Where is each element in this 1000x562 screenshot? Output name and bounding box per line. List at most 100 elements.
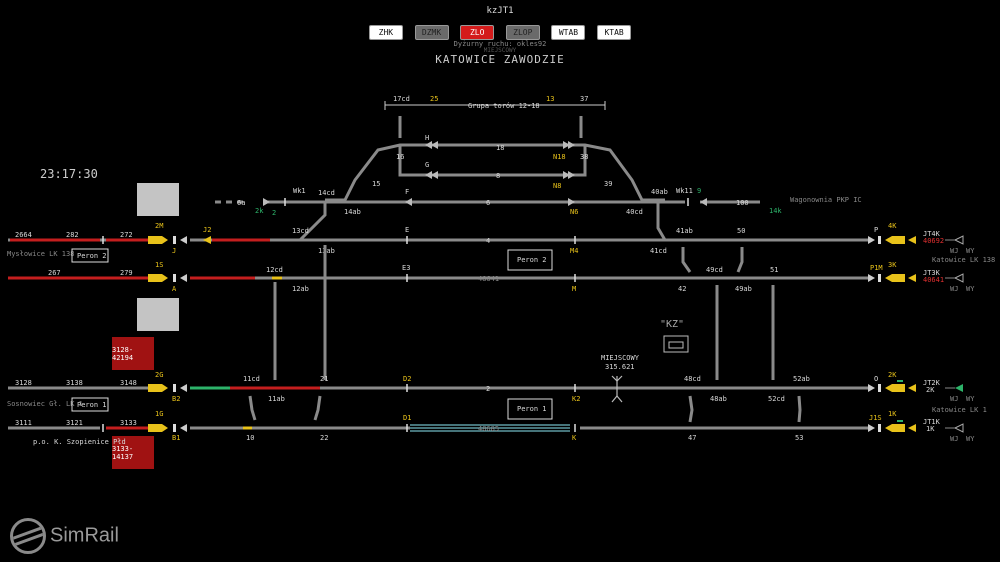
wy-1[interactable]: WY xyxy=(966,247,975,255)
track-21: 21 xyxy=(320,375,328,383)
wj-4[interactable]: WJ xyxy=(950,435,958,443)
wagonownia-label: Wagonownia PKP IC xyxy=(790,196,862,204)
track-48641: 48641 xyxy=(478,275,499,283)
ktab-button[interactable]: KTAB xyxy=(597,25,632,40)
sig-N8: N8 xyxy=(553,182,561,190)
train-box-2[interactable]: 3133-14137 xyxy=(112,436,154,469)
sig-1K: 1K xyxy=(888,410,897,418)
track-282: 282 xyxy=(66,231,79,239)
dir-katowice138: Katowice LK 138 xyxy=(932,256,995,264)
wtab-button[interactable]: WTAB xyxy=(551,25,586,40)
wy-4[interactable]: WY xyxy=(966,435,975,443)
sig-G: G xyxy=(425,161,429,169)
grey-block-bottom[interactable] xyxy=(137,298,179,331)
wj-1[interactable]: WJ xyxy=(950,247,958,255)
peron1-left-label: Peron 1 xyxy=(77,401,107,409)
dzmk-button[interactable]: DZMK xyxy=(414,25,449,40)
track-2664: 2664 xyxy=(15,231,32,239)
track-4: 4 xyxy=(486,237,490,245)
sig-JT4K: JT4K xyxy=(923,230,941,238)
wj-2[interactable]: WJ xyxy=(950,285,958,293)
grey-block-top[interactable] xyxy=(137,183,179,216)
track-41ab: 41ab xyxy=(676,227,693,235)
track-47: 47 xyxy=(688,434,696,442)
local-mode-label: MIEJSCOWY xyxy=(601,354,640,362)
simrail-logo: SimRail xyxy=(10,518,119,554)
train-box-1[interactable]: 3128-42194 xyxy=(112,337,154,370)
peron2-label: Peron 2 xyxy=(517,256,547,264)
track-16: 16 xyxy=(396,153,404,161)
track-272: 272 xyxy=(120,231,133,239)
sig-J1S: J1S xyxy=(869,414,882,422)
wy-3[interactable]: WY xyxy=(966,395,975,403)
station-code: kzJT1 xyxy=(486,6,514,16)
wj-3[interactable]: WJ xyxy=(950,395,958,403)
track-2: 2 xyxy=(272,209,276,217)
left-signal-arrows[interactable] xyxy=(148,236,211,432)
track-10: 10 xyxy=(246,434,254,442)
sig-JT2K: JT2K xyxy=(923,379,941,387)
dir-sosnowiec: Sosnowiec Gł. LK 1 xyxy=(7,400,83,408)
track-22: 22 xyxy=(320,434,328,442)
track-267: 267 xyxy=(48,269,61,277)
track-48cd: 48cd xyxy=(684,375,701,383)
wy-2[interactable]: WY xyxy=(966,285,975,293)
track-279: 279 xyxy=(120,269,133,277)
sig-F: F xyxy=(405,188,409,196)
track-53: 53 xyxy=(795,434,803,442)
antenna-icon xyxy=(611,375,623,403)
sig-M: M xyxy=(572,285,576,293)
sig-P1M: P1M xyxy=(870,264,883,272)
siding-group: 17cd 25 Grupa torów 12-18 13 37 xyxy=(384,95,606,138)
track-8: 8 xyxy=(496,172,500,180)
zlop-button[interactable]: ZLOP xyxy=(505,25,540,40)
track-11cd: 11cd xyxy=(243,375,260,383)
track-3148: 3148 xyxy=(120,379,137,387)
track-3133: 3133 xyxy=(120,419,137,427)
sig-K: K xyxy=(572,434,577,442)
simrail-logo-icon xyxy=(10,518,46,554)
track-2-main: 2 xyxy=(486,385,490,393)
dir-myslowice: Mysłowice LK 138 xyxy=(7,250,74,258)
station-name: KATOWICE ZAWODZIE xyxy=(435,53,565,66)
kz-control-icon[interactable] xyxy=(663,335,689,353)
sig-2K: 2K xyxy=(888,371,897,379)
track-3138: 3138 xyxy=(66,379,83,387)
sig-J: J xyxy=(172,247,176,255)
sig-E3: E3 xyxy=(402,264,410,272)
km-label: 315.621 xyxy=(605,363,635,371)
track-15: 15 xyxy=(372,180,380,188)
platform-peron1-left xyxy=(71,397,109,412)
sig-40692: 40692 xyxy=(923,237,944,245)
track-52cd: 52cd xyxy=(768,395,785,403)
grupa-label: Grupa torów 12-18 xyxy=(468,102,540,110)
track-50: 50 xyxy=(737,227,745,235)
platform-peron1 xyxy=(507,398,553,420)
track-6: 6 xyxy=(486,199,490,207)
right-signal-arrows[interactable] xyxy=(868,235,964,433)
sig-K2: K2 xyxy=(572,395,580,403)
track-100: 100 xyxy=(736,199,749,207)
peron2-left-label: Peron 2 xyxy=(77,252,107,260)
track-14cd: 14cd xyxy=(318,189,335,197)
track-9: 9 xyxy=(697,187,701,195)
track-3121: 3121 xyxy=(66,419,83,427)
track-40cd: 40cd xyxy=(626,208,643,216)
track-12ab: 12ab xyxy=(292,285,309,293)
platform-peron2 xyxy=(507,249,553,271)
clock: 23:17:30 xyxy=(40,167,98,181)
track-18: 18 xyxy=(496,144,504,152)
sig-A: A xyxy=(172,285,177,293)
sig-M4: M4 xyxy=(570,247,578,255)
sig-JT2K-2K: 2K xyxy=(926,386,935,394)
sig-JT1K: JT1K xyxy=(923,418,941,426)
mode-caption: MIEJSCOWY xyxy=(483,47,517,54)
track-separators xyxy=(102,198,689,432)
sig-1G: 1G xyxy=(155,410,163,418)
zhk-button[interactable]: ZHK xyxy=(368,25,403,40)
sig-E: E xyxy=(405,226,409,234)
sig-B1: B1 xyxy=(172,434,180,442)
track-2k: 2k xyxy=(255,207,264,215)
zlo-button[interactable]: ZLO xyxy=(460,25,495,40)
